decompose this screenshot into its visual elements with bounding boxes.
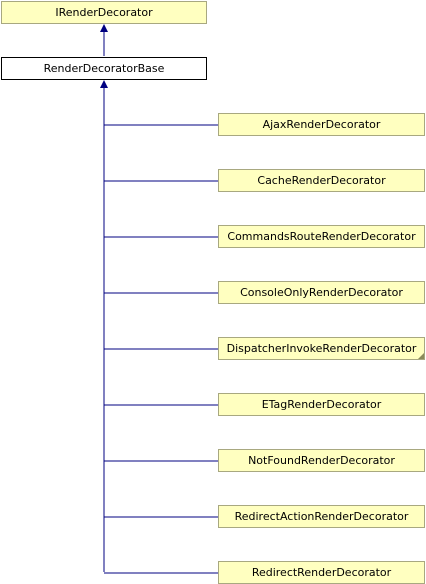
derived-class-node-label: ETagRenderDecorator [261,398,382,411]
derived-class-node-label: NotFoundRenderDecorator [248,454,395,467]
derived-class-node[interactable]: ConsoleOnlyRenderDecorator [218,281,425,304]
arrowhead-interface [100,24,108,32]
derived-class-node[interactable]: DispatcherInvokeRenderDecorator [218,337,425,360]
fold-corner-icon [418,353,424,359]
derived-class-node-label: CommandsRouteRenderDecorator [227,230,416,243]
base-class-node[interactable]: RenderDecoratorBase [1,57,207,80]
edge-branches [104,124,218,574]
derived-class-node[interactable]: AjaxRenderDecorator [218,113,425,136]
derived-class-node[interactable]: RedirectRenderDecorator [218,561,425,584]
derived-class-node-label: AjaxRenderDecorator [262,118,381,131]
derived-class-node-label: RedirectActionRenderDecorator [234,510,409,523]
derived-class-node[interactable]: ETagRenderDecorator [218,393,425,416]
derived-class-node-label: CacheRenderDecorator [257,174,386,187]
base-class-node-label: RenderDecoratorBase [43,62,165,75]
derived-class-node[interactable]: NotFoundRenderDecorator [218,449,425,472]
interface-node[interactable]: IRenderDecorator [1,1,207,24]
derived-class-node-label: RedirectRenderDecorator [251,566,392,579]
derived-class-node-label: ConsoleOnlyRenderDecorator [240,286,403,299]
interface-node-label: IRenderDecorator [55,6,153,19]
derived-class-node[interactable]: CacheRenderDecorator [218,169,425,192]
arrowhead-base [100,80,108,88]
derived-class-node[interactable]: RedirectActionRenderDecorator [218,505,425,528]
derived-class-node-label: DispatcherInvokeRenderDecorator [226,342,417,355]
derived-class-node[interactable]: CommandsRouteRenderDecorator [218,225,425,248]
